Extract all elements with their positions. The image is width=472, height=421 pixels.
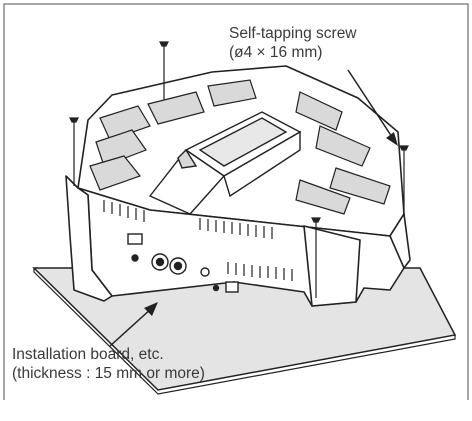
heatsink-fins <box>89 79 391 215</box>
board-label: Installation board, etc. (thickness : 15… <box>12 345 205 383</box>
screw-front-left <box>69 117 79 186</box>
cooling-slots <box>103 200 293 281</box>
screw-label: Self-tapping screw (ø4 × 16 mm) <box>229 24 357 62</box>
diagram-frame <box>3 3 469 400</box>
board-label-line1: Installation board, etc. <box>12 346 164 363</box>
front-connectors <box>127 233 239 293</box>
screw-back-left <box>159 41 169 100</box>
center-panel <box>148 111 302 215</box>
board-label-line2: (thickness : 15 mm or more) <box>12 365 205 382</box>
board-arrow <box>109 302 158 347</box>
screw-arrow <box>347 69 398 146</box>
screw-label-line2: (ø4 × 16 mm) <box>229 44 323 61</box>
screw-label-line1: Self-tapping screw <box>229 25 357 42</box>
screw-back-right <box>399 145 409 212</box>
screw-front-right <box>311 217 321 298</box>
